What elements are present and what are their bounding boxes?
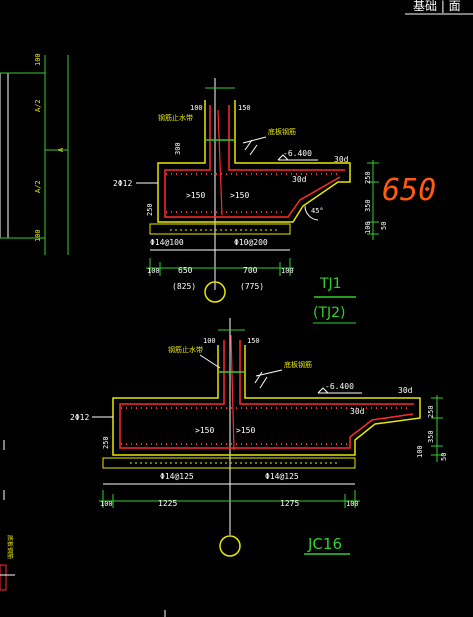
jc16-lap-2: 30d <box>350 407 365 416</box>
tj1-dim-825: (825) <box>172 282 196 291</box>
tj1-stirrup-left: >150 <box>186 191 205 200</box>
jc16-bottom-right-label: Φ14@125 <box>265 472 299 481</box>
left-dim-a2-bottom: A/2 <box>34 180 42 193</box>
tj1-stirrup-right: >150 <box>230 191 249 200</box>
tj1-axis-bubble <box>204 281 226 303</box>
tj1-section[interactable]: 100 150 钢筋止水带 底板钢筋 -6.400 30d 30d 300 2Φ… <box>113 78 436 324</box>
tj1-dowel <box>217 109 223 216</box>
tj1-elevation: -6.400 <box>283 149 312 158</box>
jc16-dim-100-left: 100 <box>100 500 113 508</box>
tj1-right-250: 250 <box>364 171 372 184</box>
left-partial-drawing: 100 A/2 A A/2 100 <box>0 53 69 255</box>
tj1-dim-650: 650 <box>178 266 193 275</box>
jc16-right-350: 350 <box>427 430 435 443</box>
tj1-rebar-top <box>228 105 345 171</box>
tj1-dim-700: 700 <box>243 266 258 275</box>
jc16-section[interactable]: 100 150 钢筋止水带 底板钢筋 -6.400 30d 30d 2Φ12 2… <box>70 318 448 557</box>
tj1-note-bottom-rebar: 底板钢筋 <box>268 127 296 136</box>
jc16-stirrup-left: >150 <box>195 426 214 435</box>
tj1-title: TJ1 <box>319 276 342 292</box>
tj1-bottom-left-label: Φ14@100 <box>150 238 184 247</box>
jc16-note-bottom-rebar: 底板钢筋 <box>284 360 312 369</box>
tj1-dim-100-left: 100 <box>147 267 160 275</box>
left-dim-a2-top: A/2 <box>34 99 42 112</box>
tj1-slope-label: 45° <box>311 207 324 215</box>
jc16-elevation: -6.400 <box>325 382 354 391</box>
jc16-right-100: 100 <box>416 445 424 458</box>
tj1-dim-100-right: 100 <box>281 267 294 275</box>
tj1-lap-2: 30d <box>292 175 307 184</box>
tj1-right-350: 350 <box>364 199 372 212</box>
jc16-bottom-left-label: Φ14@125 <box>160 472 194 481</box>
tj1-blinding-layer <box>149 223 291 235</box>
tj1-footing-outline <box>157 100 351 223</box>
jc16-stirrup-right: >150 <box>236 426 255 435</box>
left-dim-100-bottom: 100 <box>34 229 42 242</box>
left-dim-a: A <box>57 147 65 152</box>
tj1-col-w2: 150 <box>238 104 251 112</box>
jc16-axis-bubble <box>219 535 241 557</box>
tj1-bottom-right-label: Φ10@200 <box>234 238 268 247</box>
jc16-lap-1: 30d <box>398 386 413 395</box>
tj1-right-50: 50 <box>380 222 388 230</box>
jc16-h250: 250 <box>102 436 110 449</box>
tj1-dim-300: 300 <box>174 142 182 155</box>
jc16-title: JC16 <box>307 535 342 553</box>
tj1-dim-775: (775) <box>240 282 264 291</box>
header-fragment: 基础 | 面 <box>413 0 461 13</box>
left-dim-100-top: 100 <box>34 53 42 66</box>
left-edge-note: 底板钢筋 <box>6 535 14 559</box>
left-edge-fragments: 底板钢筋 <box>0 440 15 591</box>
jc16-footing-outline <box>112 345 421 456</box>
jc16-dim-100-right: 100 <box>346 500 359 508</box>
jc16-dim-1275: 1275 <box>280 499 299 508</box>
tj1-note-waterstop: 钢筋止水带 <box>158 113 193 122</box>
handwritten-650: 650 <box>382 173 436 208</box>
jc16-side-label: 2Φ12 <box>70 413 89 422</box>
tj1-right-100: 100 <box>364 221 372 234</box>
tj1-col-w1: 100 <box>190 104 203 112</box>
tj2-title: (TJ2) <box>313 305 346 321</box>
jc16-dowel <box>230 334 235 451</box>
jc16-rebar-outer <box>119 340 414 449</box>
tj1-rebar-outer <box>164 105 341 218</box>
jc16-rebar-top <box>239 340 414 405</box>
jc16-right-50: 50 <box>440 453 448 461</box>
jc16-right-250: 250 <box>427 405 435 418</box>
jc16-dim-1225: 1225 <box>158 499 177 508</box>
tj1-side-label: 2Φ12 <box>113 179 132 188</box>
jc16-blinding-layer <box>102 457 356 469</box>
jc16-note-waterstop: 钢筋止水带 <box>168 345 203 354</box>
jc16-col-w2: 150 <box>247 337 260 345</box>
tj1-slope-arc <box>304 205 319 221</box>
left-element-outline <box>0 72 9 239</box>
jc16-col-w1: 100 <box>203 337 216 345</box>
tj1-lap-1: 30d <box>334 155 349 164</box>
tj1-h250: 250 <box>146 203 154 216</box>
